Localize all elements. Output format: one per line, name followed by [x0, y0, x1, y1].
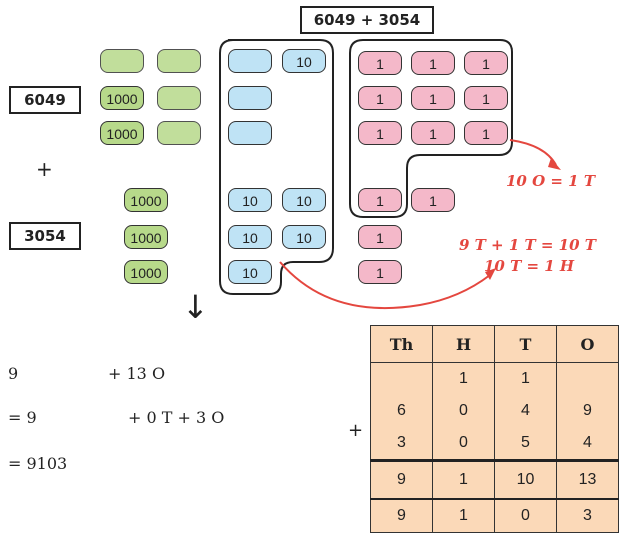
ten-tile [228, 121, 272, 145]
ten-tile [228, 86, 272, 110]
sum-row: 9 1 10 13 [370, 459, 619, 500]
one-tile: 1 [358, 225, 402, 249]
final-row: 9 1 0 3 [370, 498, 619, 533]
tens-regroup-note: 10 T = 1 H [484, 257, 575, 275]
table-cell: 1 [432, 459, 495, 500]
down-arrow-icon: ↓ [182, 288, 209, 326]
addend-1-label: 6049 [9, 86, 81, 114]
calc-line-2-a: = 9 [8, 408, 37, 427]
thousand-tile [157, 49, 201, 73]
thousand-tile: 1000 [100, 86, 144, 110]
table-cell: 6 [370, 395, 433, 427]
carry-cell [556, 362, 619, 395]
addend-2-row: 3 0 5 4 [370, 427, 619, 461]
place-value-table: Th H T O 1 1 6 0 4 9 3 0 5 4 9 1 10 13 9… [370, 325, 619, 533]
header-thousands: Th [370, 325, 433, 363]
ones-regroup-note: 10 O = 1 T [506, 172, 595, 190]
carry-cell: 1 [494, 362, 557, 395]
thousand-tile [157, 121, 201, 145]
table-cell: 5 [494, 427, 557, 461]
one-tile: 1 [358, 188, 402, 212]
ten-tile: 10 [282, 188, 326, 212]
header-ones: O [556, 325, 619, 363]
ten-tile: 10 [228, 260, 272, 284]
table-cell: 9 [556, 395, 619, 427]
thousand-tile [100, 49, 144, 73]
plus-sign: + [36, 157, 53, 181]
table-cell: 13 [556, 459, 619, 500]
table-cell: 0 [432, 427, 495, 461]
one-tile: 1 [411, 86, 455, 110]
thousand-tile: 1000 [124, 225, 168, 249]
table-cell: 0 [432, 395, 495, 427]
one-tile: 1 [464, 51, 508, 75]
ten-tile: 10 [282, 49, 326, 73]
table-cell: 3 [556, 498, 619, 533]
one-tile: 1 [411, 188, 455, 212]
thousand-tile: 1000 [124, 260, 168, 284]
table-plus-sign: + [348, 420, 364, 441]
table-cell: 3 [370, 427, 433, 461]
tens-sum-note: 9 T + 1 T = 10 T [459, 236, 596, 254]
thousand-tile: 1000 [124, 188, 168, 212]
table-cell: 9 [370, 498, 433, 533]
ones-group-outline [349, 39, 513, 218]
one-tile: 1 [464, 121, 508, 145]
carry-cell: 1 [432, 362, 495, 395]
tens-group-outline [219, 39, 334, 295]
calc-line-1-a: 9 [8, 364, 19, 383]
table-cell: 9 [370, 459, 433, 500]
calc-line-3: = 9103 [8, 454, 68, 473]
ones-regroup-arrow [509, 139, 557, 166]
ten-tile: 10 [228, 188, 272, 212]
thousand-tile: 1000 [100, 121, 144, 145]
table-cell: 10 [494, 459, 557, 500]
ten-tile: 10 [282, 225, 326, 249]
calc-line-2-b: + 0 T + 3 O [128, 408, 225, 427]
one-tile: 1 [358, 86, 402, 110]
ten-tile: 10 [228, 225, 272, 249]
one-tile: 1 [358, 121, 402, 145]
addend-1-row: 6 0 4 9 [370, 395, 619, 427]
problem-title: 6049 + 3054 [300, 6, 434, 34]
carry-row: 1 1 [370, 362, 619, 395]
addend-2-label: 3054 [9, 222, 81, 250]
table-cell: 0 [494, 498, 557, 533]
header-tens: T [494, 325, 557, 363]
one-tile: 1 [464, 86, 508, 110]
carry-cell [370, 362, 433, 395]
header-hundreds: H [432, 325, 495, 363]
thousand-tile [157, 86, 201, 110]
table-cell: 4 [494, 395, 557, 427]
one-tile: 1 [358, 260, 402, 284]
table-header-row: Th H T O [370, 325, 619, 363]
tens-regroup-arrow [279, 261, 491, 310]
one-tile: 1 [411, 121, 455, 145]
calc-line-1-b: + 13 O [108, 364, 166, 383]
one-tile: 1 [411, 51, 455, 75]
one-tile: 1 [358, 51, 402, 75]
ten-tile [228, 49, 272, 73]
table-cell: 4 [556, 427, 619, 461]
table-cell: 1 [432, 498, 495, 533]
